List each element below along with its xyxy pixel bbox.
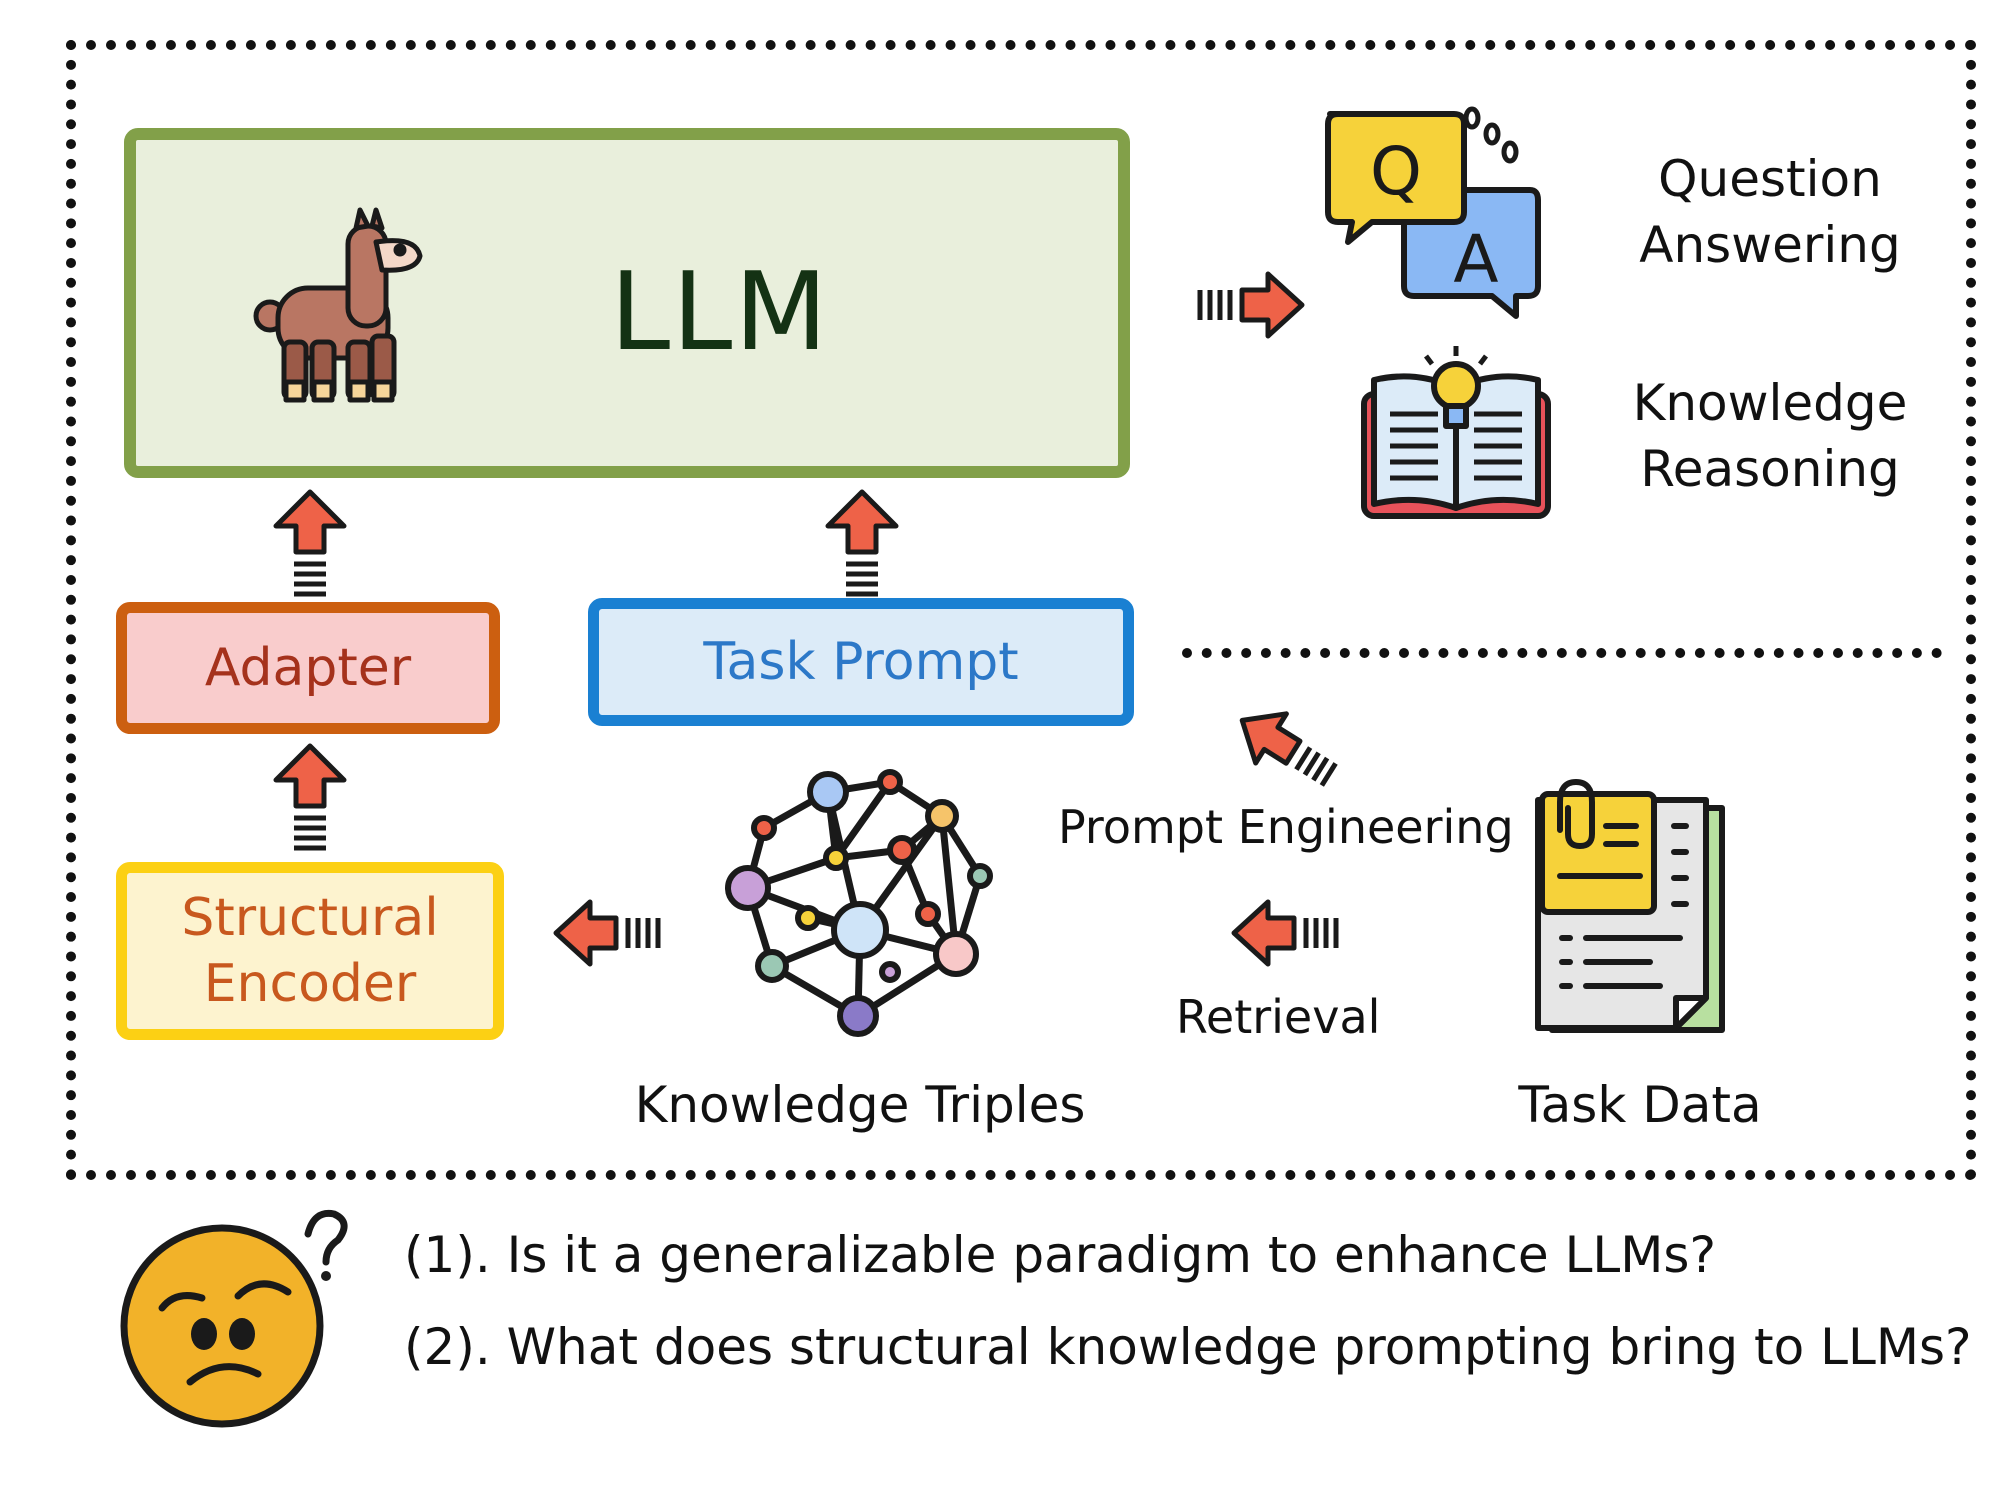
kr-label-line1: Knowledge [1632,374,1908,432]
task-data-label: Task Data [1518,1076,1762,1134]
confused-face-icon [120,1209,348,1428]
document-icon [1535,778,1725,1033]
prompt-engineering-label: Prompt Engineering [1058,800,1514,854]
question-1: (1). Is it a generalizable paradigm to e… [404,1226,1717,1284]
qa-label-line2: Answering [1639,216,1901,274]
arrow-prompt-engineering [1239,711,1338,787]
knowledge-graph-icon [725,769,993,1037]
arrow-prompt-to-llm [825,489,899,597]
retrieval-label: Retrieval [1176,990,1381,1044]
dotted-separator [1182,648,1942,658]
arrow-encoder-to-adapter [273,743,347,851]
arrow-adapter-to-llm [273,489,347,597]
structural-encoder-box: Structural Encoder [116,862,504,1040]
question-2: (2). What does structural knowledge prom… [404,1318,1972,1376]
arrow-graph-to-encoder [553,899,661,967]
llama-icon [253,207,423,403]
qa-bubbles-icon: Q A [1325,106,1541,319]
book-bulb-icon [1361,346,1551,519]
qa-icon-q: Q [1370,133,1422,210]
knowledge-triples-label: Knowledge Triples [634,1076,1086,1134]
qa-label-line1: Question [1658,150,1882,208]
kr-label-line2: Reasoning [1640,440,1900,498]
encoder-label-line2: Encoder [203,954,417,1014]
adapter-box: Adapter [116,602,500,734]
llm-label: LLM [610,250,830,375]
arrow-retrieval [1231,899,1339,967]
task-prompt-label: Task Prompt [703,632,1019,692]
arrow-llm-to-outputs [1197,271,1305,339]
dotted-frame [66,40,1976,1180]
encoder-label-line1: Structural [181,888,439,948]
qa-icon-a: A [1453,221,1498,298]
task-prompt-box: Task Prompt [588,598,1134,726]
adapter-label: Adapter [204,638,412,698]
